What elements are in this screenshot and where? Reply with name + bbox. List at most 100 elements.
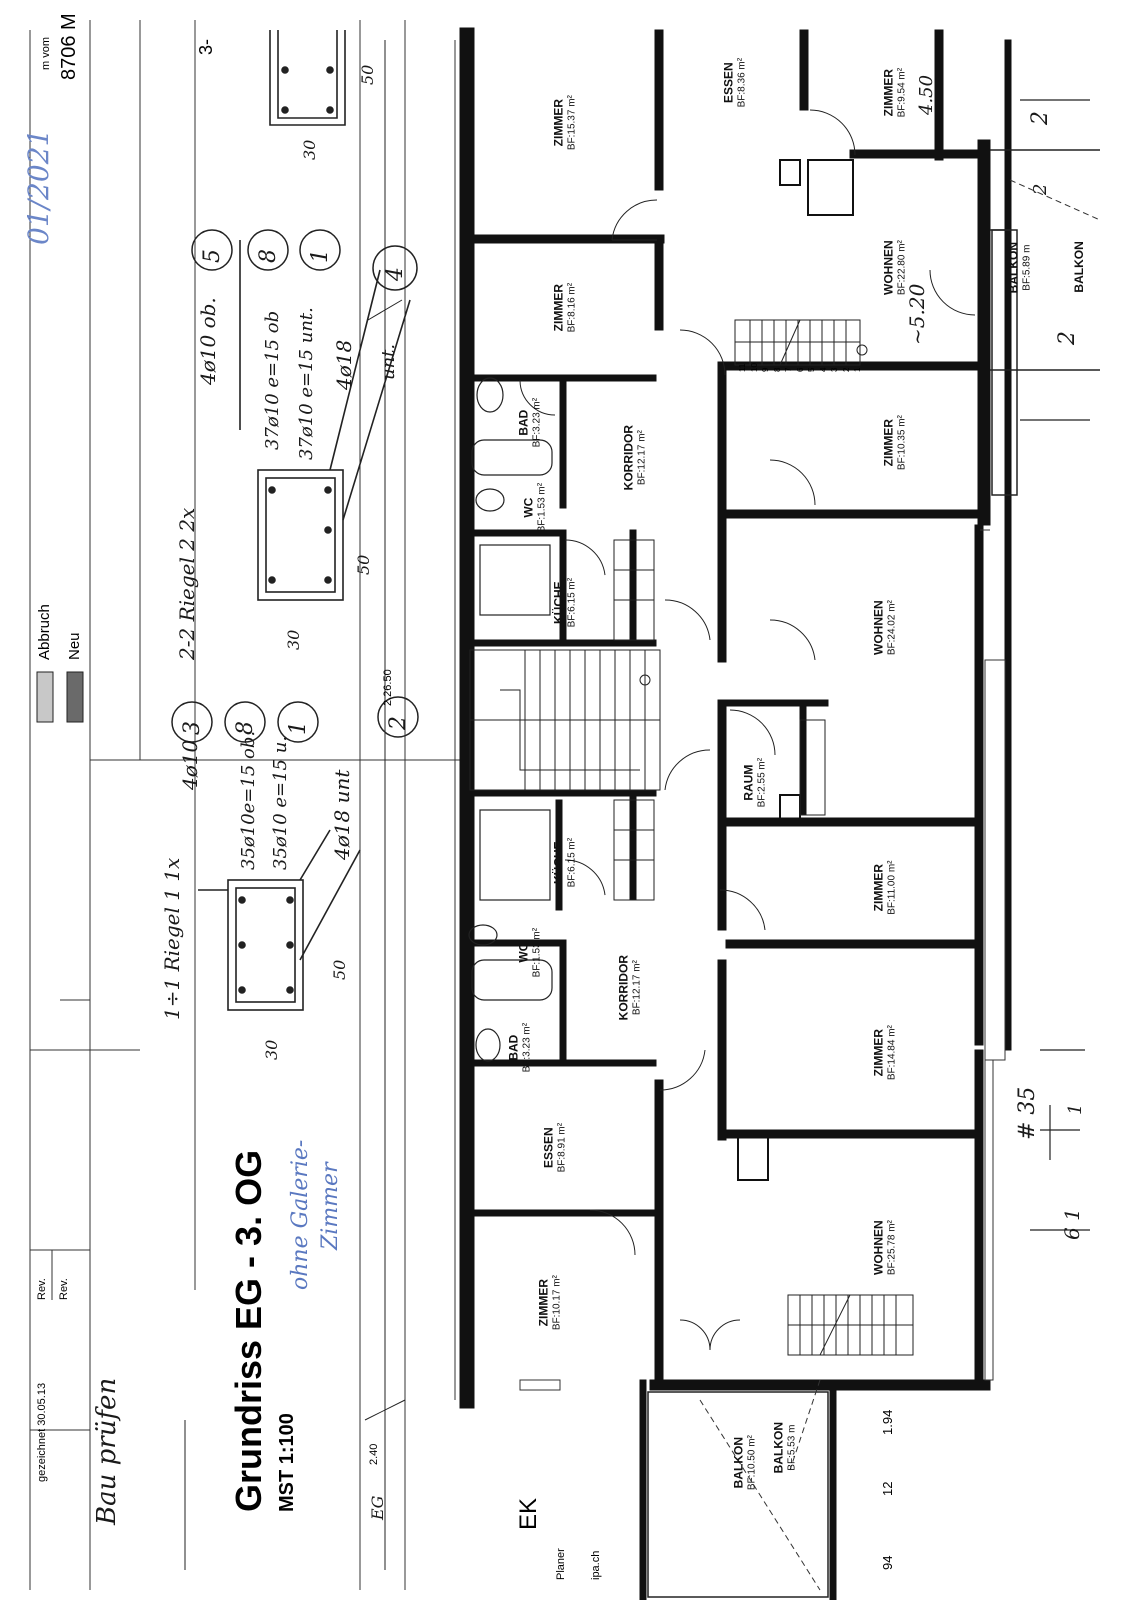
circle-8a: 8 [233, 721, 258, 735]
circle-4: 4 [383, 267, 408, 281]
sketch1-dim-50: 50 [330, 959, 349, 980]
sketch1-dim-30: 30 [262, 1039, 281, 1060]
handwritten-date: 01/2021 [22, 128, 55, 245]
reference-circles [171, 229, 419, 743]
section-sketch-3 [269, 30, 346, 126]
margin-marks [1020, 99, 1090, 1231]
dimension-2650: 2.26.50 [382, 669, 394, 706]
central-stair [469, 649, 661, 791]
mark-2a: 2 [1028, 111, 1053, 125]
stair-step-number: 7 [784, 367, 793, 372]
handwritten-ohne-1: ohne Galerie- [288, 1139, 313, 1290]
sketch2-dim-30: 30 [284, 629, 303, 650]
riegel-2-stirrups-bottom: 37ø10 e=15 unt. [296, 307, 317, 460]
stair-step-number: 5 [807, 367, 816, 372]
riegel-1-bottom-bars: 4ø18 unt [330, 769, 354, 860]
upper-right-stair [734, 319, 868, 366]
dimension-240: 2.40 [368, 1443, 380, 1465]
dimension-94: 94 [880, 1555, 895, 1570]
balcony-outline [647, 149, 1100, 1598]
stair-step-number: 4 [818, 367, 828, 372]
windows [454, 40, 1006, 1400]
sheet-frame [29, 20, 470, 1590]
riegel-2-stirrups-top: 37ø10 e=15 ob [262, 310, 283, 450]
dimension-lines [184, 40, 406, 1570]
riegel-2-bottom-bars: 4ø18 [332, 339, 356, 390]
lower-stair [787, 1294, 914, 1356]
riegel-2-unt: unt. [378, 343, 399, 380]
website: ipa.ch [590, 1550, 602, 1580]
top-fragment: m vom [40, 37, 52, 70]
mark-61: 6 1 [1060, 1208, 1084, 1240]
chimneys [737, 159, 854, 1181]
section-sketch-2 [239, 240, 411, 601]
stair-step-number: 8 [772, 367, 782, 372]
circle-2: 2 [386, 716, 411, 730]
door-swings [519, 109, 976, 1351]
room-balkon-2: BALKON [1072, 241, 1087, 293]
revision-label-2: Rev. [58, 1278, 70, 1300]
planer-label: Planer [555, 1548, 567, 1580]
stair-step-number: 2 [841, 367, 851, 372]
balcony-dashed [699, 179, 1101, 1591]
title-block-ticks [30, 1250, 90, 1431]
section-sketch-1 [198, 829, 361, 1011]
corner-fragment: 3- [196, 38, 216, 55]
mark-1: 1 [1065, 1103, 1086, 1115]
sketch2-dim-50: 50 [354, 554, 373, 575]
circle-8b: 8 [256, 249, 281, 263]
stair-step-number: 3 [830, 367, 839, 372]
drawn-date: gezeichnet 30.05.13 [36, 1382, 48, 1482]
mark-2b: 2 [1055, 331, 1080, 345]
plan-title: Grundriss EG - 3. OG [228, 1149, 269, 1512]
stair-step-number: 11 [738, 363, 747, 372]
mark-35: # 35 [1015, 1086, 1040, 1140]
legend-swatches [36, 671, 84, 723]
circle-1a: 1 [286, 721, 311, 735]
dimension-12: 12 [880, 1481, 895, 1496]
sketch3-dim-30: 30 [300, 139, 319, 160]
circle-1b: 1 [308, 249, 333, 263]
legend-abbruch: Abbruch [36, 604, 53, 660]
stair-step-number: 1 [853, 367, 862, 372]
riegel-1-stirrups-bottom: 35ø10 e=15 u. [270, 735, 291, 870]
dimension-194: 1.94 [880, 1409, 895, 1435]
revision-label-1: Rev. [36, 1278, 48, 1300]
postal-code: 8706 M [58, 13, 80, 80]
riegel-2-top-bars: 4ø10 ob. [196, 297, 220, 385]
circle-3: 3 [180, 721, 205, 735]
plan-scale: MST 1:100 [276, 1413, 298, 1512]
riegel-1-heading: 1÷1 Riegel 1 1x [160, 857, 184, 1020]
riegel-1-stirrups-top: 35ø10e=15 ob. [238, 730, 259, 870]
walls [459, 27, 1012, 1600]
handwritten-bau-pruefen: Bau prüfen [92, 1377, 122, 1525]
stair-step-number: 6 [795, 367, 805, 372]
mark-eg: EG [368, 1495, 387, 1520]
mark-450: 4.50 [916, 74, 937, 115]
mark-2c: 2 [1030, 183, 1051, 195]
riegel-1-top-bars: 4ø10 [178, 739, 202, 790]
sanitary-fixtures [468, 377, 553, 1062]
handwritten-ohne-2: Zimmer [318, 1162, 343, 1250]
